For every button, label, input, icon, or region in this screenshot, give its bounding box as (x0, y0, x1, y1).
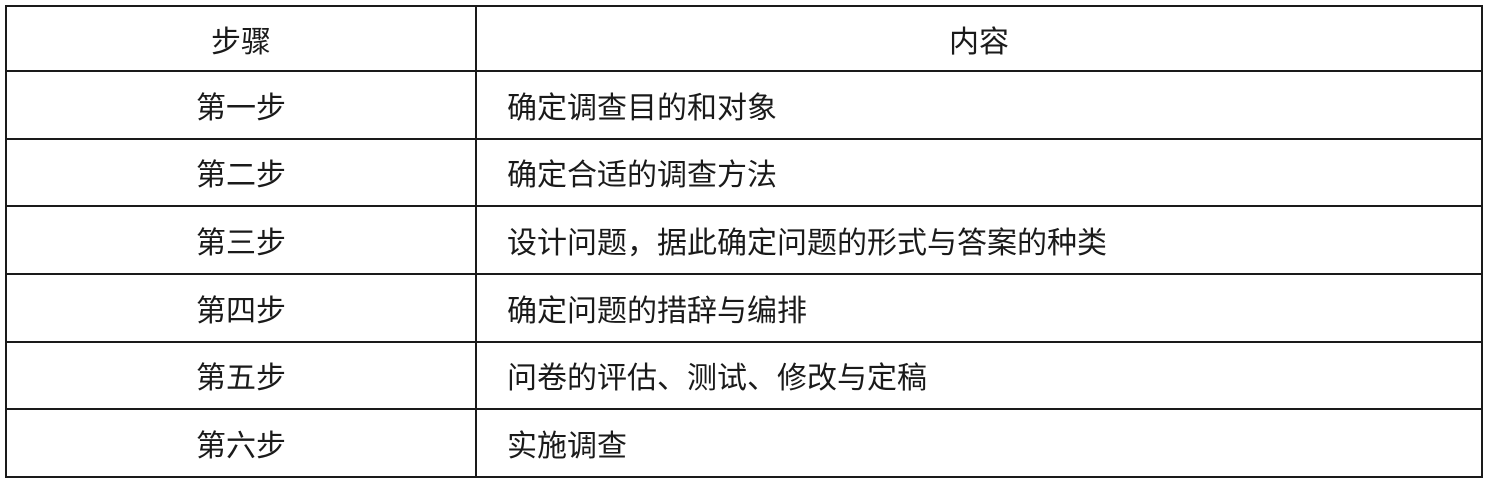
header-step: 步骤 (5, 5, 477, 72)
content-cell: 确定问题的措辞与编排 (475, 272, 1483, 343)
table-row: 第四步 确定问题的措辞与编排 (5, 272, 1483, 343)
step-cell: 第二步 (5, 137, 477, 208)
content-cell: 确定调查目的和对象 (475, 70, 1483, 140)
table-row: 第六步 实施调查 (5, 408, 1483, 478)
step-cell: 第六步 (5, 408, 477, 478)
content-cell: 设计问题，据此确定问题的形式与答案的种类 (475, 205, 1483, 275)
table-row: 第二步 确定合适的调查方法 (5, 137, 1483, 208)
table-row: 第一步 确定调查目的和对象 (5, 70, 1483, 140)
steps-table: 步骤 内容 第一步 确定调查目的和对象 第二步 确定合适的调查方法 第三步 设计… (5, 5, 1483, 478)
table-row: 第三步 设计问题，据此确定问题的形式与答案的种类 (5, 205, 1483, 275)
step-cell: 第四步 (5, 272, 477, 343)
content-cell: 问卷的评估、测试、修改与定稿 (475, 340, 1483, 411)
step-cell: 第一步 (5, 70, 477, 140)
content-cell: 确定合适的调查方法 (475, 137, 1483, 208)
step-cell: 第三步 (5, 205, 477, 275)
content-cell: 实施调查 (475, 408, 1483, 478)
table-row: 第五步 问卷的评估、测试、修改与定稿 (5, 340, 1483, 411)
step-cell: 第五步 (5, 340, 477, 411)
header-content: 内容 (475, 5, 1483, 72)
header-row: 步骤 内容 (5, 5, 1483, 72)
